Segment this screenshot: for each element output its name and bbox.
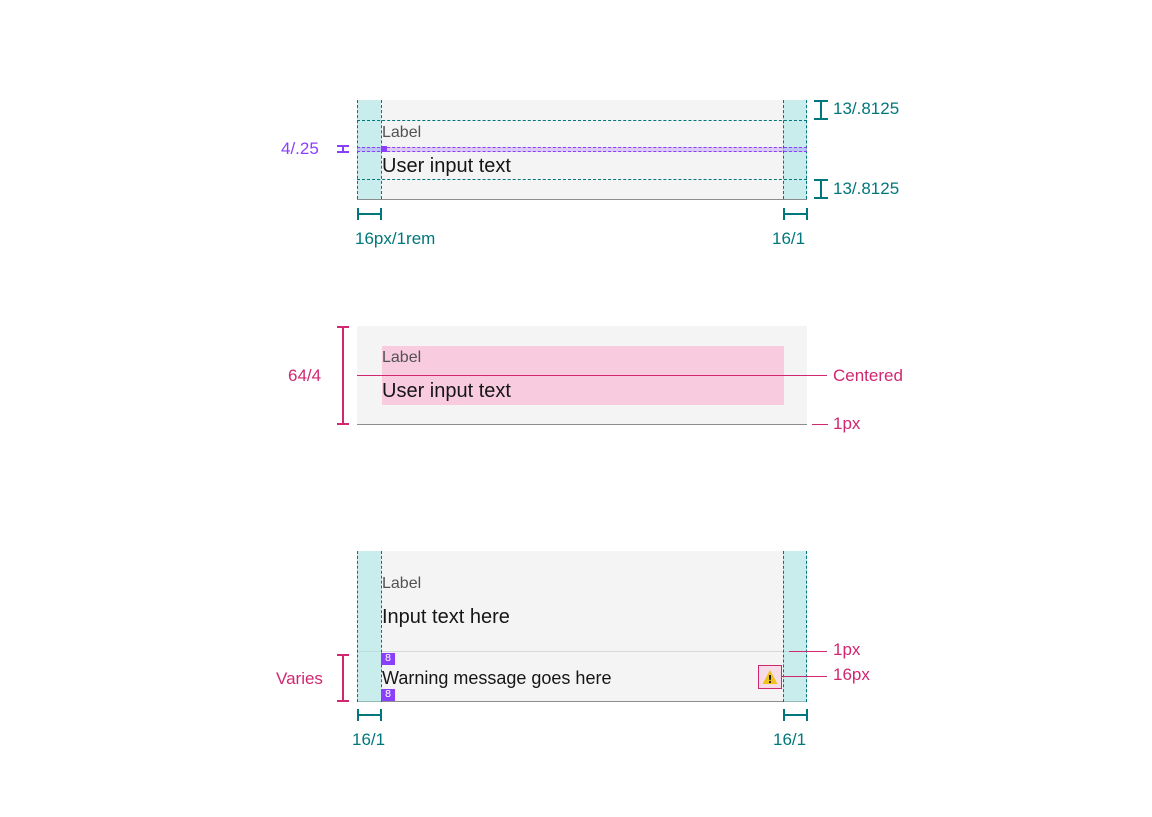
- guide-left-outer: [357, 100, 358, 199]
- guide-right-outer: [806, 551, 807, 702]
- divider-leader-line: [789, 651, 827, 652]
- field-input-text: Input text here: [382, 606, 510, 628]
- right-padding-highlight: [783, 551, 807, 702]
- guide-left-outer: [357, 551, 358, 702]
- divider-annotation: 1px: [833, 640, 861, 659]
- warning-message: Warning message goes here: [382, 668, 612, 688]
- field-label: Label: [382, 349, 422, 366]
- right-padding-annotation: 16/1: [772, 229, 806, 248]
- field-input-text: User input text: [382, 380, 511, 402]
- guide-left-inner: [381, 551, 382, 702]
- top-padding-annotation: 13/.8125: [833, 99, 900, 118]
- warning-divider: [357, 651, 807, 652]
- field-label: Label: [382, 124, 422, 141]
- label-gap-band: [357, 147, 807, 152]
- left-padding-highlight: [357, 100, 381, 199]
- left-padding-highlight: [357, 551, 381, 702]
- field-bottom-border: [357, 199, 807, 200]
- height-annotation: 64/4: [288, 366, 322, 385]
- guide-right-outer: [806, 100, 807, 199]
- centered-annotation: Centered: [833, 366, 903, 385]
- guide-bottom-padding: [357, 179, 807, 180]
- warning-glyph: !: [767, 673, 772, 685]
- spacing-badge-bottom: 8: [381, 689, 395, 701]
- right-padding-highlight: [783, 100, 807, 199]
- center-line: [357, 375, 827, 376]
- border-annotation: 1px: [833, 414, 861, 433]
- warning-triangle-icon: !: [762, 670, 778, 685]
- text-input-field: [357, 100, 807, 199]
- bottom-padding-annotation: 13/.8125: [833, 179, 900, 198]
- left-padding-annotation: 16px/1rem: [355, 229, 436, 248]
- left-padding-annotation: 16/1: [352, 730, 386, 749]
- guide-top-padding: [357, 120, 807, 121]
- border-leader-line: [812, 424, 828, 425]
- field-bottom-border: [357, 701, 807, 702]
- label-gap-marker: [381, 146, 387, 152]
- field-bottom-border: [357, 424, 807, 425]
- right-padding-annotation: 16/1: [773, 730, 807, 749]
- text-input-field: [357, 551, 807, 702]
- icon-size-leader-line: [782, 676, 827, 677]
- varies-annotation: Varies: [276, 669, 323, 688]
- field-input-text: User input text: [382, 155, 511, 177]
- label-gap-annotation: 4/.25: [281, 139, 319, 158]
- field-label: Label: [382, 575, 422, 592]
- icon-size-annotation: 16px: [833, 665, 870, 684]
- spacing-badge-top: 8: [381, 653, 395, 665]
- guide-right-inner: [783, 551, 784, 702]
- guide-right-inner: [783, 100, 784, 199]
